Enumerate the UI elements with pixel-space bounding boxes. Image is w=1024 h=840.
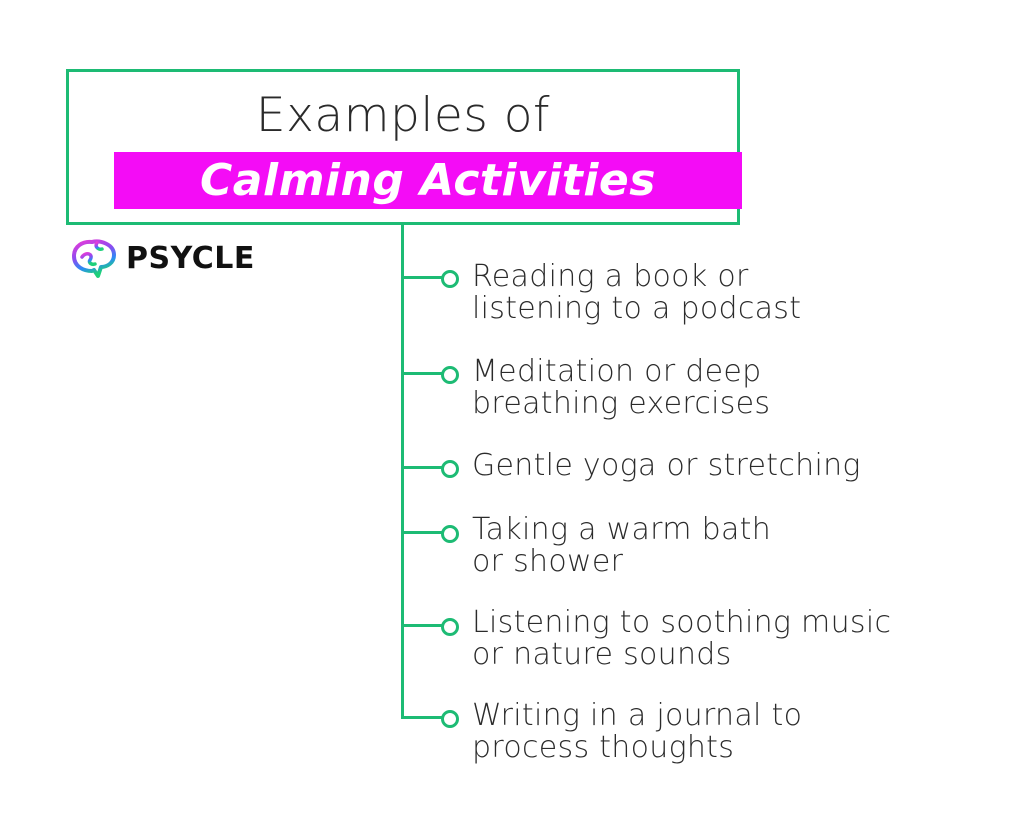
list-item: Reading a book or listening to a podcast (472, 259, 802, 326)
list-item: Meditation or deep breathing exercises (472, 354, 771, 421)
connector-branch (401, 716, 442, 719)
bullet-node-icon (441, 710, 459, 728)
brain-icon (72, 239, 116, 278)
bullet-node-icon (441, 618, 459, 636)
list-item: Taking a warm bath or shower (472, 512, 772, 579)
list-item: Listening to soothing music or nature so… (472, 605, 892, 672)
connector-branch (401, 531, 442, 534)
list-item: Gentle yoga or stretching (472, 448, 861, 483)
bullet-node-icon (441, 270, 459, 288)
title-line-1: Examples of (255, 88, 551, 143)
title-line-2: Calming Activities (200, 155, 656, 206)
connector-branch (401, 372, 442, 375)
bullet-node-icon (441, 525, 459, 543)
bullet-node-icon (441, 366, 459, 384)
connector-branch (401, 276, 442, 279)
list-item: Writing in a journal to process thoughts (472, 698, 803, 765)
connector-trunk (401, 222, 404, 719)
psycle-logo: PSYCLE (70, 237, 255, 279)
connector-branch (401, 624, 442, 627)
connector-branch (401, 466, 442, 469)
bullet-node-icon (441, 460, 459, 478)
title-highlight (114, 152, 742, 209)
logo-text: PSYCLE (126, 240, 255, 276)
title-box: Examples of Calming Activities (66, 69, 742, 225)
